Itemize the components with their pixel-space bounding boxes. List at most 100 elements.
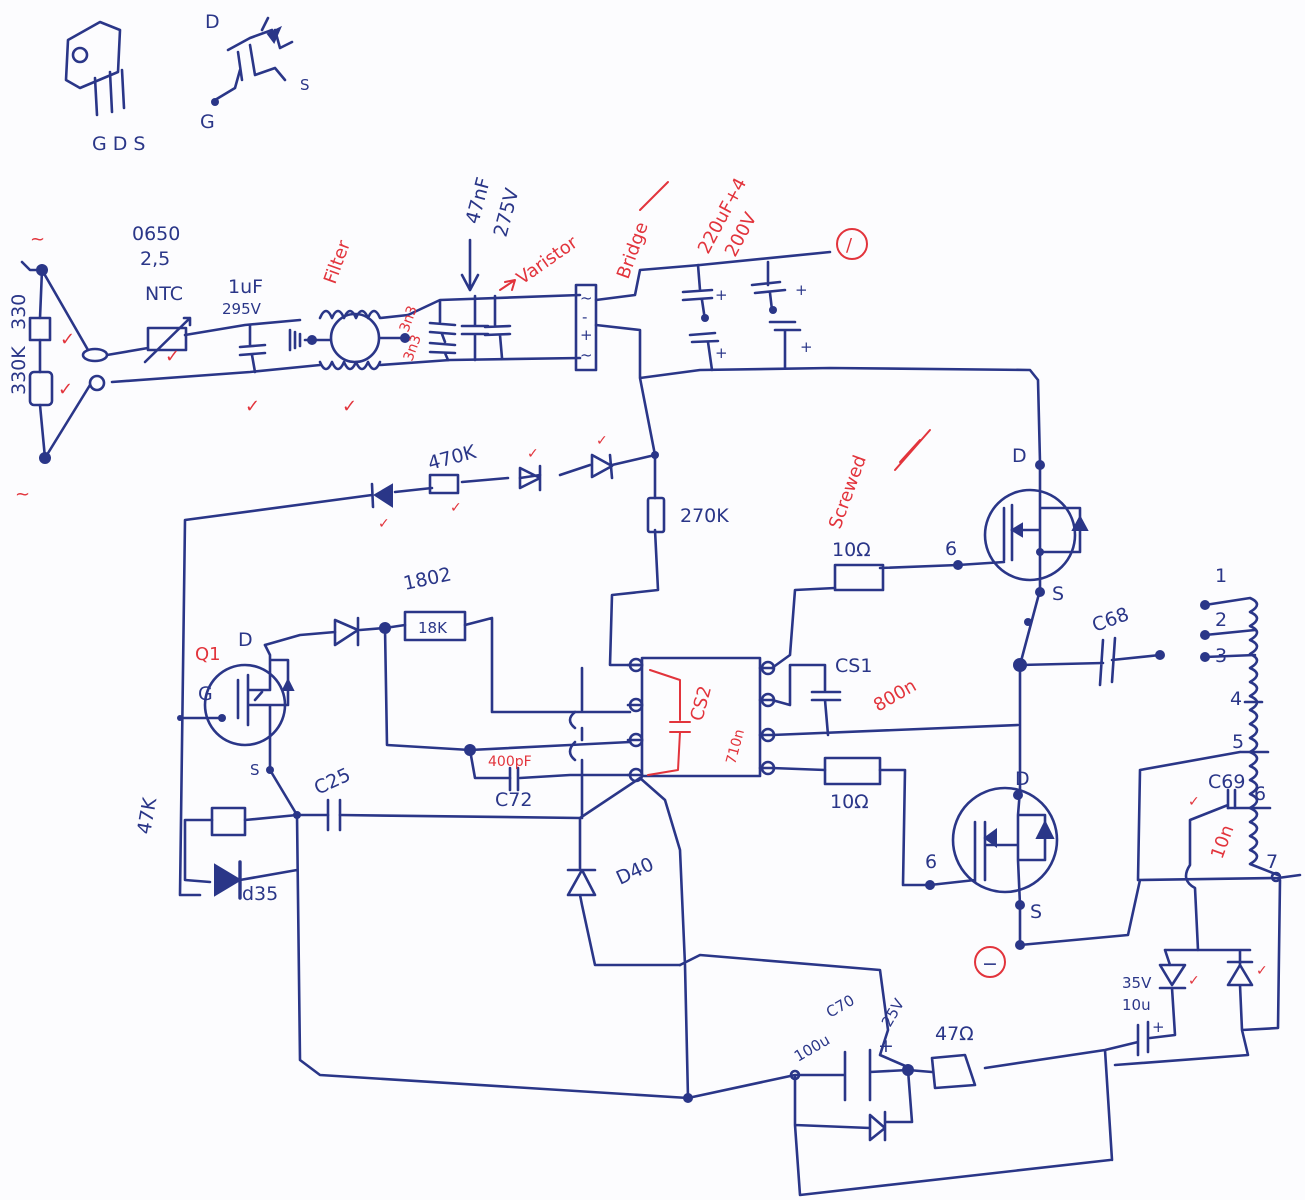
- resistor-18k: [403, 610, 467, 642]
- input-terminal-bottom: [88, 374, 106, 392]
- rail-terminal-bottom-symbol: −: [982, 953, 998, 975]
- screwed-note: Screwed: [825, 453, 871, 532]
- resistor-10r-bottom: [823, 756, 882, 786]
- ntc-thermistor: 0650 2,5 NTC ✓: [132, 223, 192, 367]
- check-mark: ✓: [58, 379, 73, 400]
- feedback-network: 18K 1802 400pF C72 C25 D40: [295, 563, 912, 1103]
- y-cap-1-value: 3n3: [397, 304, 421, 335]
- resistor-47k: [210, 806, 247, 837]
- rail-terminal-top: /: [836, 228, 868, 260]
- mosfet-high-side: D 6 S: [945, 445, 1089, 792]
- cap-1uf-value: 1uF: [228, 276, 263, 298]
- cs2-value: 710n: [723, 727, 748, 766]
- high-side-s-label: S: [1052, 583, 1064, 605]
- ntc-code: 0650: [132, 223, 180, 245]
- transformer: 1 2 3 4 5 6 7 C69 10n ✓: [1018, 565, 1302, 952]
- c72-label: C72: [495, 789, 532, 811]
- check-mark: ✓: [245, 396, 260, 417]
- polarity-plus: +: [1152, 1018, 1165, 1036]
- bridge-rectifier: ~ - + ~ Bridge: [574, 181, 669, 372]
- resistor-330: [28, 316, 52, 342]
- check-mark: ✓: [450, 500, 462, 516]
- cap-47nf-value: 47nF: [462, 175, 495, 226]
- resistor-47r: [930, 1053, 977, 1090]
- rail-terminal-top-symbol: /: [846, 235, 853, 256]
- aux-cap-voltage: 35V: [1122, 974, 1152, 992]
- q1-s-label: S: [250, 761, 260, 779]
- tap-2-label: 2: [1215, 609, 1227, 631]
- check-mark: ✓: [596, 433, 608, 449]
- pin-s-label: S: [300, 76, 310, 94]
- cap-1uf-voltage: 295V: [222, 300, 262, 318]
- mosfet-low-side: D 6 S −: [925, 768, 1059, 978]
- r-10r-bottom-label: 10Ω: [830, 791, 869, 813]
- cs2-label: CS2: [687, 684, 716, 724]
- q1-label: Q1: [195, 644, 221, 665]
- high-side-g-label: 6: [945, 538, 957, 560]
- dc-rails: [594, 250, 1042, 464]
- polarity-plus: +: [795, 281, 808, 299]
- polarity-plus: +: [715, 286, 728, 304]
- c69-value: 10n: [1207, 822, 1238, 861]
- cap-47nf-voltage: 275V: [490, 186, 524, 239]
- check-mark: ✓: [342, 396, 357, 417]
- d35-label: d35: [242, 883, 278, 905]
- c72-value: 400pF: [488, 754, 532, 770]
- q1-d-label: D: [238, 629, 253, 651]
- q1-mosfet: Q1 D G S 47K d35: [133, 626, 690, 1100]
- c70-value: 100u: [791, 1031, 833, 1066]
- output-stage: C68: [1013, 603, 1165, 687]
- common-mode-filter: Filter ✓: [288, 237, 410, 417]
- r-10r-top-label: 10Ω: [832, 539, 871, 561]
- varistor-label: Varistor: [513, 232, 582, 289]
- capacitor-47nf: 47nF 275V Varistor: [460, 175, 582, 362]
- resistor-10r-top: [833, 563, 885, 592]
- polarity-plus: +: [878, 1035, 894, 1057]
- to220-pinout-sketch: G D S: [64, 20, 146, 155]
- input-terminal-top: [81, 347, 109, 363]
- capacitor-1uf: 1uF 295V ✓: [222, 276, 267, 417]
- y-capacitors: 3n3 3n3: [397, 293, 582, 363]
- tap-4-label: 4: [1230, 688, 1242, 710]
- r-470k-label: 470K: [426, 441, 479, 475]
- tap-5-label: 5: [1232, 731, 1244, 753]
- ntc-label: NTC: [145, 283, 183, 305]
- polarity-plus: +: [715, 344, 728, 362]
- check-mark: ✓: [378, 516, 390, 532]
- c25-label: C25: [311, 764, 354, 800]
- check-mark: ✓: [165, 346, 180, 367]
- mosfet-symbol-sketch: D G S: [200, 11, 310, 133]
- check-mark: ✓: [527, 446, 539, 462]
- r-47k-label: 47K: [133, 795, 161, 835]
- bulk-capacitors: + + + + 220uF+4 200V: [681, 175, 813, 372]
- polarity-plus: +: [800, 338, 813, 356]
- pin-g-label: G: [200, 111, 215, 133]
- bridge-pin-ac1: ~: [580, 289, 593, 307]
- r-18k-value: 18K: [418, 619, 448, 637]
- r-330k-label: 330K: [8, 346, 30, 395]
- r-47r-label: 47Ω: [935, 1023, 974, 1045]
- tap-1-label: 1: [1215, 565, 1227, 587]
- tap-7-label: 7: [1266, 851, 1278, 873]
- q1-g-label: G: [198, 683, 213, 705]
- check-mark: ✓: [60, 329, 75, 350]
- high-side-d-label: D: [1012, 445, 1027, 467]
- ac-symbol-bottom: ~: [15, 484, 30, 505]
- bridge-pin-ac2: ~: [580, 346, 593, 364]
- package-pin-labels: G D S: [92, 133, 146, 155]
- bridge-pin-plus: +: [580, 326, 593, 344]
- tap-3-label: 3: [1215, 645, 1227, 667]
- c68-label: C68: [1089, 603, 1132, 636]
- check-mark: ✓: [1256, 963, 1268, 979]
- bridge-pin-minus: -: [582, 308, 587, 326]
- cs1-value: 800n: [870, 675, 920, 716]
- d40-label: D40: [613, 853, 657, 889]
- c70-voltage: 25V: [878, 995, 909, 1030]
- c69-label: C69: [1208, 771, 1245, 793]
- aux-supply: + 35V 10u ✓ ✓ 47Ω + C70 25V 100u: [686, 878, 1282, 1197]
- check-mark: ✓: [1188, 973, 1200, 989]
- tap-6-label: 6: [1254, 783, 1266, 805]
- aux-cap-value: 10u: [1122, 996, 1151, 1014]
- filter-label: Filter: [320, 237, 355, 287]
- ac-wires: [105, 318, 582, 384]
